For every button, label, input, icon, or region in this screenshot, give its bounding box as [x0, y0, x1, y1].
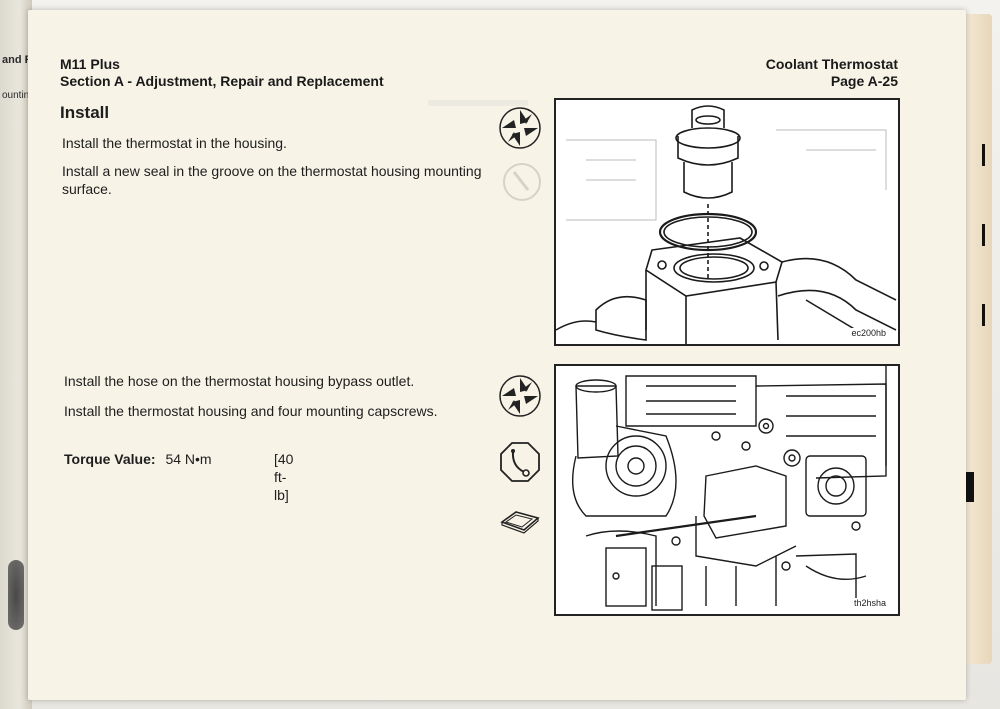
topic-title: Coolant Thermostat: [765, 56, 898, 72]
page-header-right: Coolant Thermostat Page A-25: [766, 56, 898, 90]
model-title: M11 Plus: [60, 56, 120, 72]
torque-wrench-icon: [500, 442, 540, 482]
section-tab: [982, 304, 985, 326]
instruction-text: Install a new seal in the groove on the …: [62, 163, 482, 197]
bleed-through: [428, 100, 528, 236]
section-tab: [982, 224, 985, 246]
left-page-fragment: ounting s: [2, 90, 32, 101]
page-number: Page A-25: [830, 73, 898, 89]
manual-page: M11 Plus Section A - Adjustment, Repair …: [28, 10, 966, 700]
torque-wrench-icon: [503, 163, 541, 201]
install-heading: Install: [60, 103, 110, 122]
figure-code: th2hsha: [851, 598, 888, 608]
instruction-text: Install the hose on the thermostat housi…: [64, 373, 415, 389]
thermostat-installation-figure: ec200hb: [554, 98, 900, 346]
wrench-tools-icon: [499, 375, 541, 417]
torque-value: Torque Value: 54 N•m [40 ft-lb]: [64, 450, 293, 503]
figure-code: ec200hb: [849, 328, 888, 338]
torque-imperial: [40 ft-lb]: [274, 451, 294, 503]
section-tab: [982, 144, 985, 166]
left-page-fragment: and Re: [2, 54, 32, 66]
torque-label: Torque Value:: [64, 451, 156, 467]
instruction-text: Install the thermostat in the housing.: [62, 135, 287, 151]
wrench-tools-icon: [499, 107, 541, 149]
gasket-icon: [500, 511, 540, 534]
binding-ring: [8, 560, 24, 630]
torque-metric: 54 N•m: [165, 451, 212, 467]
section-title: Section A - Adjustment, Repair and Repla…: [60, 73, 384, 89]
instruction-text: Install the thermostat housing and four …: [64, 403, 438, 419]
page-header-left: M11 Plus Section A - Adjustment, Repair …: [60, 56, 384, 90]
previous-page-edge: and Re ounting s: [0, 0, 32, 709]
thermostat-housing-figure: th2hsha: [554, 364, 900, 616]
